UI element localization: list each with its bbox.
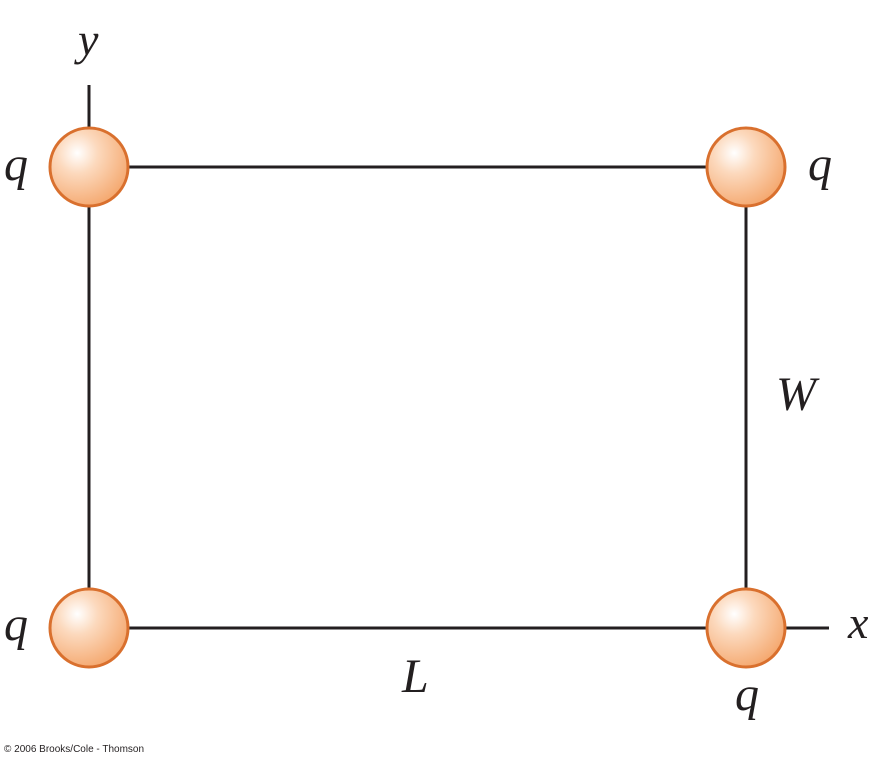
y-axis-label: y (74, 14, 99, 65)
length-label: L (401, 650, 429, 703)
copyright-notice: © 2006 Brooks/Cole - Thomson (4, 744, 145, 755)
charge-bottom-left (48, 587, 130, 669)
charge-label-top-left: q (4, 138, 28, 191)
charge-bottom-right (705, 587, 787, 669)
charge-top-right (705, 126, 787, 208)
charge-label-bottom-left: q (4, 598, 28, 651)
charge-label-bottom-right: q (735, 668, 759, 721)
charge-top-left (48, 126, 130, 208)
charge-label-top-right: q (808, 138, 832, 191)
x-axis-label: x (847, 597, 869, 648)
width-label: W (776, 368, 820, 421)
